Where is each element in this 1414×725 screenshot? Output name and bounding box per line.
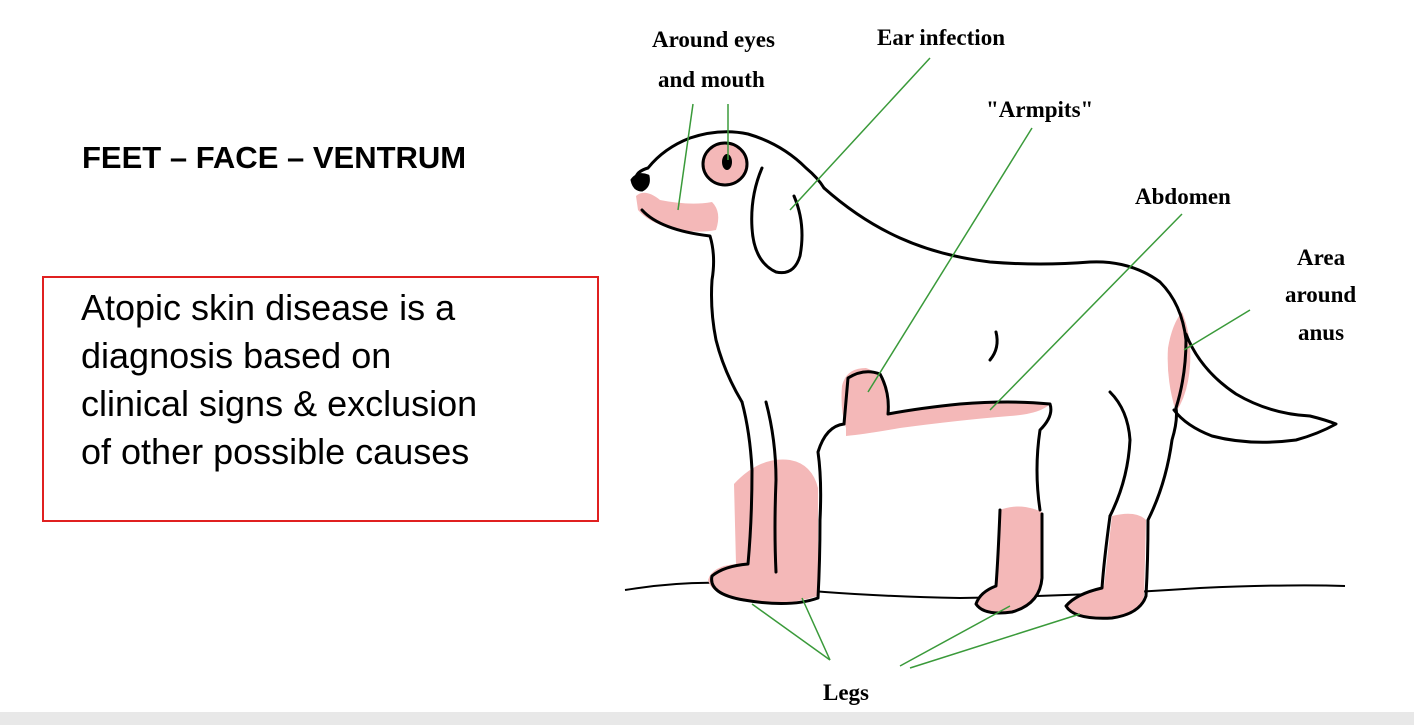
rear-thigh: [1108, 390, 1132, 518]
note-box: Atopic skin disease is a diagnosis based…: [42, 276, 599, 522]
note-text: Atopic skin disease is a diagnosis based…: [81, 284, 597, 476]
label-around-eyes-2: and mouth: [658, 67, 765, 92]
affected-areas: [636, 143, 1191, 619]
leader-legs-4: [909, 613, 1081, 669]
back-outline: [822, 186, 1188, 410]
dog-outline: [630, 130, 1338, 620]
leader-ear: [789, 57, 931, 211]
leader-legs-1: [751, 603, 831, 661]
tail-outline: [1172, 332, 1338, 444]
front-leg-left-area: [708, 459, 818, 604]
slide-heading: FEET – FACE – VENTRUM: [82, 140, 467, 175]
inner-front-leg: [764, 400, 778, 574]
label-anus-2: around: [1285, 282, 1356, 307]
eye-pupil: [722, 154, 732, 170]
body-mark: [988, 330, 999, 362]
note-line: clinical signs & exclusion: [81, 383, 478, 424]
leader-lines: [677, 57, 1251, 669]
ear-outline: [750, 166, 804, 275]
leader-around-eyes-mouth: [677, 103, 694, 211]
jaw-outline: [640, 208, 744, 404]
head-outline: [634, 130, 826, 190]
label-anus-3: anus: [1298, 320, 1344, 345]
back-leg-front-area: [976, 506, 1042, 613]
back-leg-rear-area: [1066, 513, 1146, 619]
leader-legs-2: [801, 597, 831, 661]
label-anus-1: Area: [1297, 245, 1346, 270]
note-line: of other possible causes: [81, 431, 470, 472]
armpit-area: [841, 368, 888, 428]
chest-front-leg: [710, 400, 754, 602]
leader-anus: [1183, 309, 1251, 351]
leader-armpits: [867, 127, 1033, 393]
nose: [630, 173, 650, 192]
label-ear-infection: Ear infection: [877, 25, 1005, 50]
belly-outline: [842, 370, 1053, 512]
label-around-eyes-1: Around eyes: [652, 27, 775, 52]
leader-legs-3: [899, 605, 1011, 667]
note-line: diagnosis based on: [81, 335, 392, 376]
bottom-bar: [0, 712, 1414, 725]
mouth-area: [636, 192, 719, 232]
leader-abdomen: [989, 213, 1183, 411]
label-legs: Legs: [823, 680, 869, 705]
front-leg-2: [742, 422, 846, 606]
note-line: Atopic skin disease is a: [81, 287, 456, 328]
label-armpits: "Armpits": [986, 97, 1093, 122]
label-abdomen: Abdomen: [1135, 184, 1231, 209]
eye-outline: [701, 141, 749, 187]
back-leg-rear: [1064, 406, 1178, 620]
back-leg-front: [974, 508, 1044, 615]
abdomen-area: [846, 402, 1050, 436]
